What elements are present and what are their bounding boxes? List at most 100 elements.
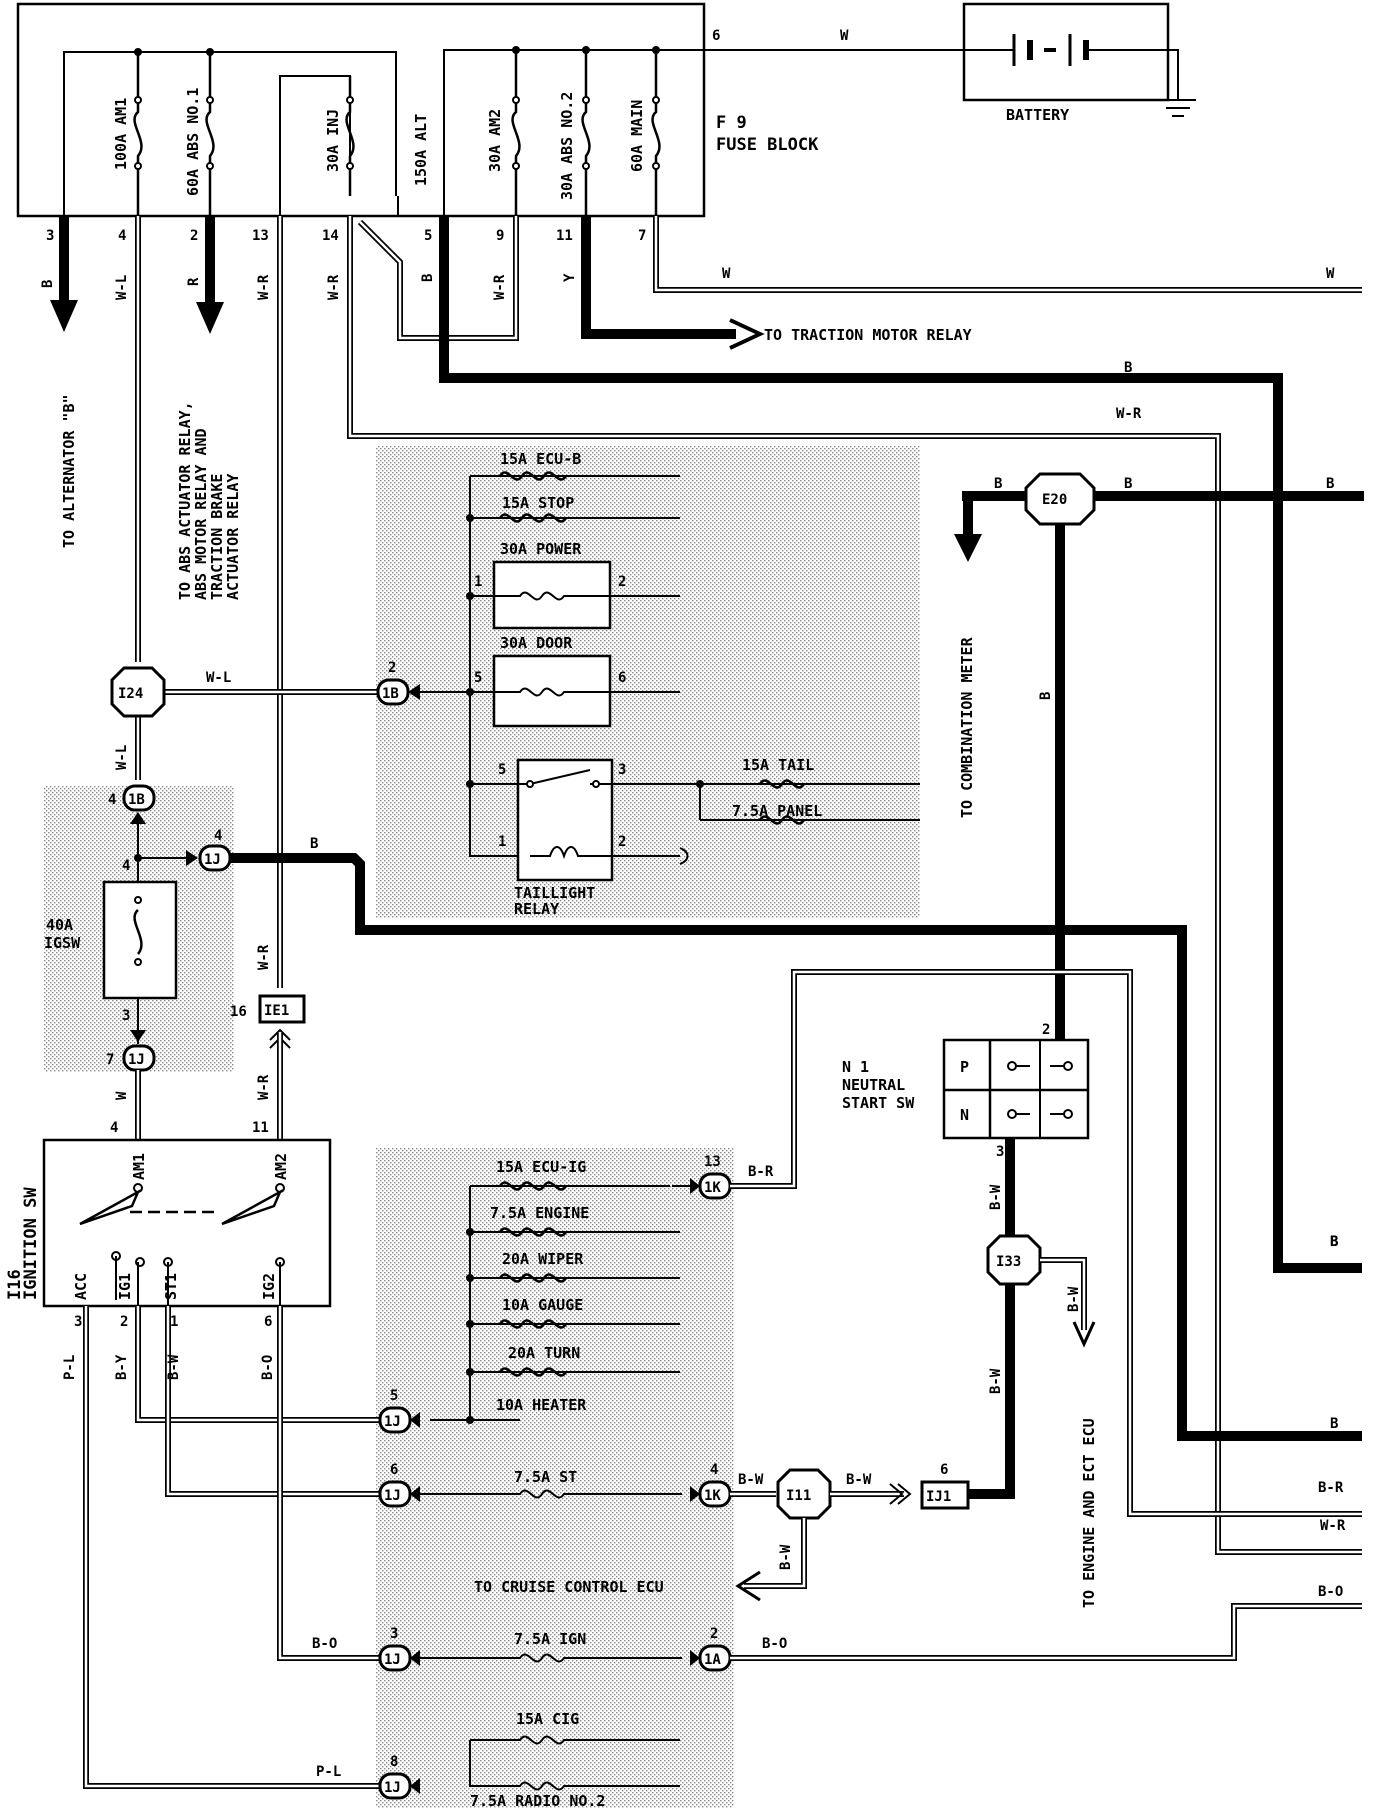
connector-1b-left <box>122 784 156 812</box>
connector-i11 <box>776 1468 832 1520</box>
term-ig1: IG1 <box>116 1273 134 1300</box>
wire-label-bw-ecu: B-W <box>1066 1286 1082 1312</box>
connector-1j-6-label: 1J <box>384 1488 401 1504</box>
term-ig2: IG2 <box>260 1273 278 1300</box>
connector-1j-7-label: 1J <box>128 1052 145 1068</box>
wire-label-b-e20l: B <box>994 476 1002 492</box>
wire-label-r: R <box>186 277 202 286</box>
fuse-main: 60A MAIN <box>628 50 661 216</box>
battery-label: BATTERY <box>1006 106 1069 124</box>
wire-label-wl-top: W-L <box>114 275 130 300</box>
pin-2: 2 <box>190 228 198 244</box>
position-p: P <box>960 1058 969 1076</box>
pin-1b: 2 <box>388 660 396 676</box>
connector-1j-5-label: 1J <box>384 1414 401 1430</box>
pin-ig1: 2 <box>120 1314 128 1330</box>
fuse-abs-no1-label: 60A ABS NO.1 <box>184 88 202 196</box>
wire-label-bw-st: B-W <box>166 1354 182 1380</box>
wire-label-by: B-Y <box>114 1354 130 1380</box>
wire-label-y: Y <box>562 273 578 282</box>
ignition-switch-id: I16 <box>5 1269 25 1300</box>
pin-3: 3 <box>46 228 54 244</box>
ignition-switch: 4 11 AM1 AM2 ACC IG1 ST1 IG2 I16 IGNITIO… <box>5 1120 332 1330</box>
pin-1b-left: 4 <box>108 792 116 808</box>
wire-label-pl-bottom: P-L <box>316 1764 341 1780</box>
ignition-switch-name: IGNITION SW <box>21 1187 41 1300</box>
fuse-block-name: FUSE BLOCK <box>716 135 819 155</box>
fuse-abs-no1: 60A ABS NO.1 <box>184 52 215 216</box>
fuse-radio-no2: 7.5A RADIO NO.2 <box>470 1792 605 1808</box>
connector-ie1 <box>258 994 306 1024</box>
term-acc: ACC <box>72 1273 90 1300</box>
fuse-power: 30A POWER <box>500 540 582 558</box>
pin-relay-br: 2 <box>618 834 626 850</box>
wire-label-bo-1a: B-O <box>762 1636 787 1652</box>
wire-label-bw-1k: B-W <box>738 1472 764 1488</box>
connector-i24-label: I24 <box>118 686 143 702</box>
connector-1b-left-label: 1B <box>128 792 145 808</box>
fuse-tail: 15A TAIL <box>742 756 814 774</box>
wire-label-w-right: W <box>1326 266 1335 282</box>
to-abs-line-2: ABS MOTOR RELAY AND <box>192 428 210 600</box>
pin-1j-5: 5 <box>390 1388 398 1404</box>
connector-1j-8-label: 1J <box>384 1780 401 1796</box>
connector-i24 <box>110 666 166 718</box>
pin-6: 6 <box>712 28 720 44</box>
to-cruise: TO CRUISE CONTROL ECU <box>474 1578 664 1596</box>
neutral-switch-id: N 1 <box>842 1058 869 1076</box>
term-st1: ST1 <box>162 1273 180 1300</box>
fuse-engine: 7.5A ENGINE <box>490 1204 589 1222</box>
wire-label-wr-13b: W-R <box>256 944 272 970</box>
pin-9: 9 <box>496 228 504 244</box>
wire-label-bo: B-O <box>260 1355 276 1380</box>
to-alternator: TO ALTERNATOR "B" <box>60 394 78 548</box>
pin-1k-13: 13 <box>704 1154 721 1170</box>
fuse-heater: 10A HEATER <box>496 1396 587 1414</box>
to-abs-line-4: ACTUATOR RELAY <box>224 474 242 600</box>
fuse-ecu-b: 15A ECU-B <box>500 450 581 468</box>
fuse-turn: 20A TURN <box>508 1344 580 1362</box>
fuse-inj: 30A INJ <box>324 76 355 196</box>
fuse-gauge: 10A GAUGE <box>502 1296 583 1314</box>
wire-label-w-top: W <box>840 28 849 44</box>
fuse-block-id: F 9 <box>716 113 747 133</box>
fuse-am2-label: 30A AM2 <box>486 109 504 172</box>
wire-label-bw-cruise: B-W <box>778 1544 794 1570</box>
wire-label-wr-14: W-R <box>326 274 342 300</box>
term-am1: AM1 <box>130 1153 148 1180</box>
igsw-label-2: IGSW <box>44 934 81 952</box>
wire-label-br: B-R <box>748 1164 774 1180</box>
pin-1j-3: 3 <box>390 1626 398 1642</box>
fuse-cig: 15A CIG <box>516 1710 579 1728</box>
pin-relay-tr: 3 <box>618 762 626 778</box>
fuse-block: 100A AM1 60A ABS NO.1 30A INJ 150A ALT 3… <box>16 2 819 244</box>
wire-label-bo-2: B-O <box>312 1636 337 1652</box>
neutral-switch-name-2: START SW <box>842 1094 915 1112</box>
wire-label-w-7: W <box>722 266 731 282</box>
pin-igsw-bottom: 3 <box>122 1008 130 1024</box>
wire-label-wl-mid: W-L <box>114 745 130 770</box>
pin-power-l: 1 <box>474 574 482 590</box>
pin-1j-7: 7 <box>106 1052 114 1068</box>
fuse-am1-label: 100A AM1 <box>112 98 130 170</box>
wire-label-b-5: B <box>420 274 436 282</box>
wire-label-wr-ie1: W-R <box>256 1074 272 1100</box>
pin-am1: 4 <box>110 1120 118 1136</box>
pin-14: 14 <box>322 228 339 244</box>
connector-i11-label: I11 <box>786 1488 811 1504</box>
pin-relay-bl: 1 <box>498 834 506 850</box>
upper-panel: 15A ECU-B 15A STOP 30A POWER 1 2 30A DOO… <box>432 450 920 918</box>
connector-ij1-label: IJ1 <box>926 1489 951 1505</box>
pin-igsw-top: 4 <box>122 858 130 874</box>
fuse-door: 30A DOOR <box>500 634 573 652</box>
wire-label-pl: P-L <box>62 1355 78 1380</box>
igsw-label-1: 40A <box>46 916 73 934</box>
fuse-stop: 15A STOP <box>502 494 574 512</box>
fuse-wiper: 20A WIPER <box>502 1250 584 1268</box>
neutral-start-switch: 2 P N 3 N 1 NEUTRAL START SW <box>842 1022 1090 1160</box>
pin-4: 4 <box>118 228 126 244</box>
connector-ie1-label: IE1 <box>264 1003 289 1019</box>
connector-1k-13-label: 1K <box>704 1180 721 1196</box>
wire-label-w-ig: W <box>114 1091 130 1100</box>
fuse-am2: 30A AM2 <box>486 50 521 216</box>
